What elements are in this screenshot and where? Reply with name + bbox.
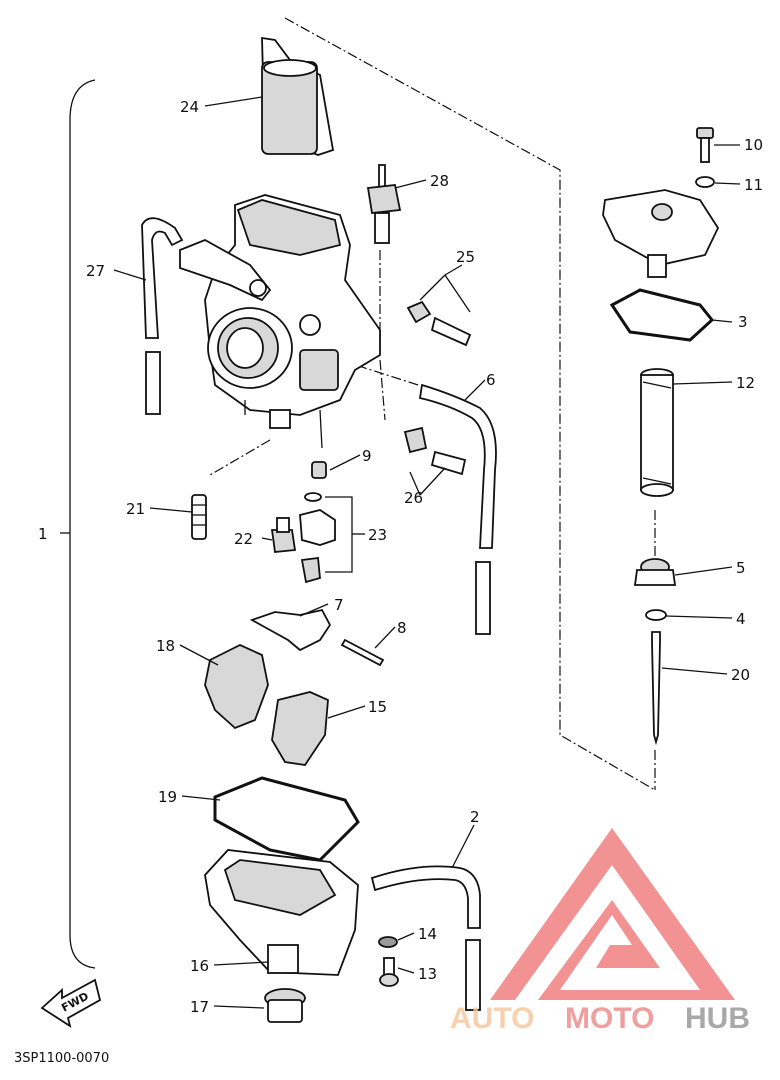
part-9-shape [311,461,327,479]
callout-18: 18 [156,637,175,655]
callout-9: 9 [362,447,372,465]
callout-21: 21 [126,500,145,518]
callout-3: 3 [738,313,748,331]
callout-labels: 1 2 3 4 5 6 7 8 9 10 11 12 13 14 15 16 1… [38,98,763,1016]
part-17-shape [264,988,306,1023]
callout-6: 6 [486,371,496,389]
part-5-shape [633,558,677,586]
assembly-guide-line [284,17,656,791]
mixing-chamber-top [602,189,720,278]
callout-23: 23 [368,526,387,544]
callout-10: 10 [744,136,763,154]
part-22-shape [270,517,297,553]
callout-1: 1 [38,525,48,543]
fwd-arrow-icon: FWD [40,978,102,1028]
callout-2: 2 [470,808,480,826]
callout-15: 15 [368,698,387,716]
part-25-shape [406,300,472,347]
leader-lines [113,96,741,1009]
part-19-shape [213,776,360,862]
part-10-shape [696,127,714,163]
callout-28: 28 [430,172,449,190]
watermark-moto: MOTO [565,1002,654,1035]
part-18-shape [204,644,269,730]
part-24-shape [261,36,335,156]
part-12-shape [640,368,674,497]
part-21-shape [191,494,207,540]
callout-19: 19 [158,788,177,806]
float-chamber [204,849,359,976]
callout-16: 16 [190,957,209,975]
part-6-shape [418,383,497,635]
callout-11: 11 [744,176,763,194]
part-4-shape [645,609,667,621]
callout-4: 4 [736,610,746,628]
watermark-auto: AUTO [450,1002,534,1035]
callout-17: 17 [190,998,209,1016]
part-7-shape [249,608,332,652]
automotohub-logo: AUTO MOTO HUB [450,828,750,1035]
callout-20: 20 [731,666,750,684]
callout-25: 25 [456,248,475,266]
part-8-shape [340,638,385,667]
callout-5: 5 [736,559,746,577]
part-13-shape [379,957,399,987]
watermark-hub: HUB [685,1002,750,1035]
callout-13: 13 [418,965,437,983]
part-27-shape [141,217,184,415]
part-20-shape [651,631,661,746]
carburetor-body [179,194,381,449]
callout-26: 26 [404,489,423,507]
part-14-shape [378,936,398,948]
drawing-code: 3SP1100-0070 [14,1051,109,1066]
part-26-shape [403,426,467,476]
part-23-shape [299,492,353,584]
callout-24: 24 [180,98,199,116]
callout-8: 8 [397,619,407,637]
callout-12: 12 [736,374,755,392]
part-11-shape [695,176,715,188]
callout-27: 27 [86,262,105,280]
part-2-shape [370,865,481,1011]
callout-22: 22 [234,530,253,548]
part-28-shape [366,164,402,244]
part-3-shape [609,288,715,342]
callout-14: 14 [418,925,437,943]
part-15-shape [271,691,329,766]
assembly-bracket [69,79,96,969]
callout-7: 7 [334,596,344,614]
